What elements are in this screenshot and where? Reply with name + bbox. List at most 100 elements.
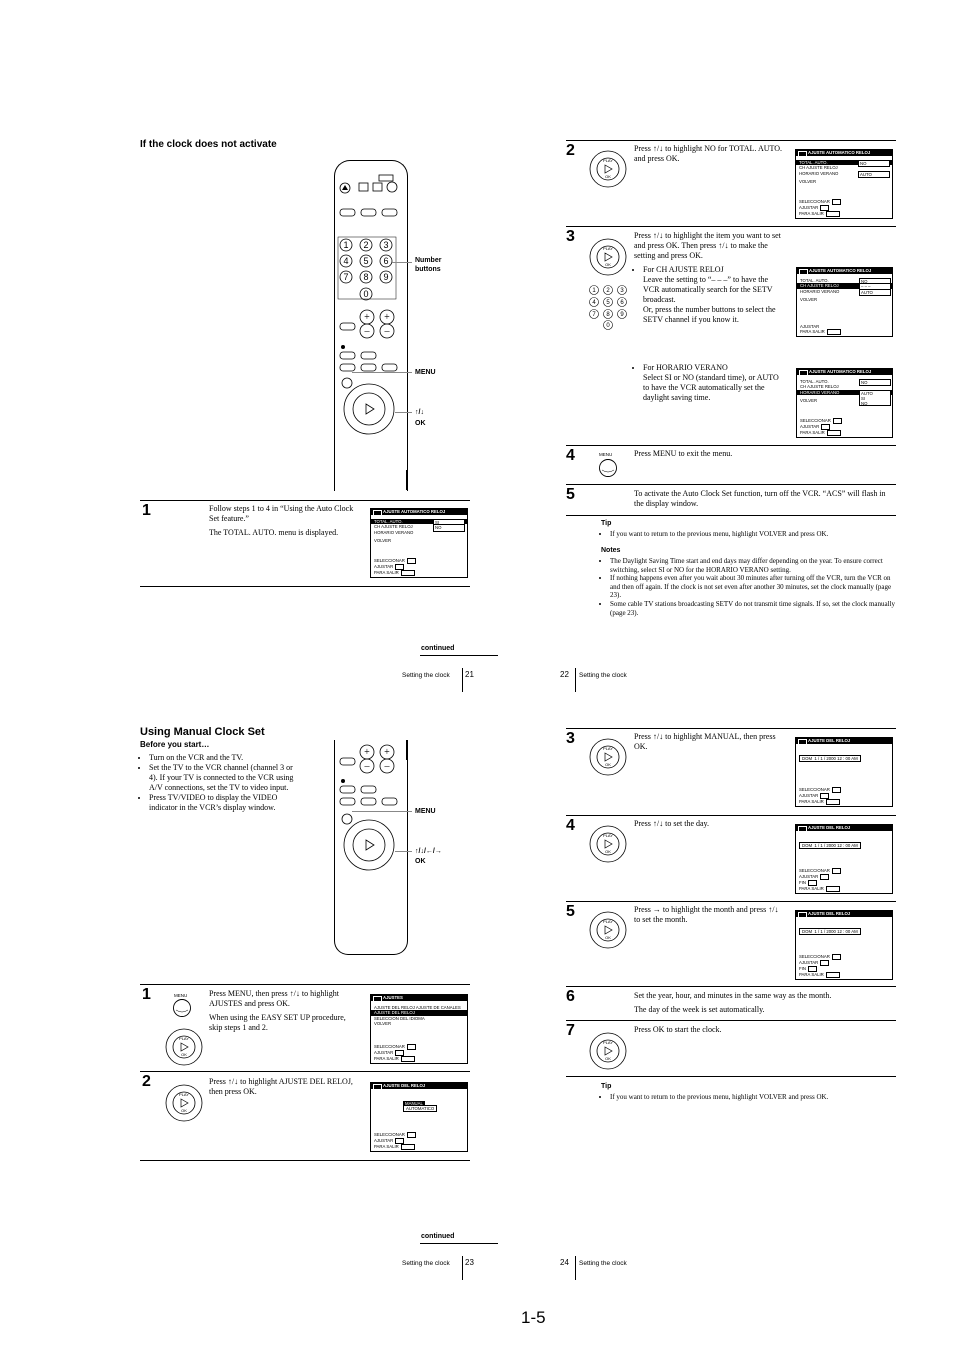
osd-ajuste-del-reloj-screen: AJUSTE DEL RELOJ MANUAL AUTOMATICO SELEC… [370, 1082, 468, 1152]
step-number: 2 [142, 1073, 151, 1090]
menu-label: MENU [415, 808, 436, 815]
page23-subheading: Before you start… [140, 740, 210, 749]
step-text: Follow steps 1 to 4 in “Using the Auto C… [209, 504, 354, 537]
svg-text:9: 9 [383, 272, 388, 282]
continued-label: continued [421, 1233, 455, 1240]
joystick-ok-icon: PLAY OK [165, 1028, 203, 1066]
svg-text:OK: OK [605, 935, 611, 940]
step-number: 3 [566, 228, 575, 245]
osd-clock-month-screen: AJUSTE DEL RELOJ DOM 1 / 1 / 2000 12 : 0… [795, 910, 893, 980]
step-text: Press MENU, then press ↑/↓ to highlight … [209, 989, 346, 1032]
step-text: Press ↑/↓ to highlight AJUSTE DEL RELOJ,… [209, 1077, 353, 1096]
step-number: 4 [566, 447, 575, 464]
tip-text: If you want to return to the previous me… [601, 530, 891, 539]
ok-label: OK [415, 858, 426, 865]
svg-text:PLAY: PLAY [603, 833, 613, 838]
menu-label: MENU [415, 369, 436, 376]
joystick-ok-icon: PLAY OK [589, 911, 627, 949]
svg-text:–: – [384, 761, 391, 772]
svg-text:OK: OK [181, 1108, 187, 1113]
step-text: Press → to highlight the month and press… [634, 905, 779, 924]
tip-title: Tip [601, 1083, 612, 1090]
svg-text:–: – [364, 326, 371, 337]
arrows-label: ↑/↓/←/→ [415, 848, 442, 855]
tip-text: If you want to return to the previous me… [601, 1093, 891, 1102]
joystick-ok-icon: PLAY OK [589, 1032, 627, 1070]
footer-section: Setting the clock [402, 1260, 450, 1267]
continued-label: continued [421, 645, 455, 652]
svg-text:OK: OK [605, 762, 611, 767]
svg-text:1: 1 [343, 240, 348, 250]
svg-text:OK: OK [605, 174, 611, 179]
number-buttons-icon: 1 2 3 4 5 6 7 8 9 0 [589, 285, 627, 330]
footer-page-number: 21 [465, 670, 474, 679]
svg-text:PLAY: PLAY [603, 919, 613, 924]
osd-total-auto-no-screen: AJUSTE AUTOMATICO RELOJ TOTAL. AUTO.NO C… [795, 149, 893, 219]
joystick-ok-icon: PLAY OK [165, 1084, 203, 1122]
svg-text:OK: OK [181, 1052, 187, 1057]
svg-text:3: 3 [383, 240, 388, 250]
notes-title: Notes [601, 547, 621, 554]
osd-total-auto-screen: AJUSTE AUTOMATICO RELOJ TOTAL. AUTO.SI C… [370, 508, 468, 578]
before-start-list: Turn on the VCR and the TV. Set the TV t… [140, 753, 298, 813]
joystick-ok-icon: PLAY OK [589, 825, 627, 863]
remote-control-illustration: ++ –– [334, 740, 408, 955]
tip-title: Tip [601, 520, 612, 527]
step-text: Press ↑/↓ to highlight MANUAL, then pres… [634, 732, 776, 751]
svg-text:4: 4 [343, 256, 348, 266]
footer-section: Setting the clock [579, 672, 627, 679]
svg-text:2: 2 [363, 240, 368, 250]
step-number: 2 [566, 142, 575, 159]
svg-text:PLAY: PLAY [603, 1040, 613, 1045]
step-text: Set the year, hour, and minutes in the s… [634, 991, 832, 1014]
menu-button-icon [173, 999, 191, 1017]
osd-horario-verano-screen: AJUSTE AUTOMATICO RELOJ TOTAL. AUTO.NO C… [796, 368, 893, 438]
step-text: To activate the Auto Clock Set function,… [634, 489, 886, 508]
svg-text:OK: OK [605, 262, 611, 267]
svg-text:PLAY: PLAY [603, 158, 613, 163]
svg-text:4: 4 [592, 300, 596, 306]
step-text: Press MENU to exit the menu. [634, 449, 733, 458]
svg-text:7: 7 [592, 312, 596, 318]
svg-text:–: – [384, 326, 391, 337]
svg-text:OK: OK [605, 849, 611, 854]
footer-page-number: 24 [560, 1258, 569, 1267]
svg-text:PLAY: PLAY [179, 1092, 189, 1097]
step-number: 4 [566, 817, 575, 834]
step-text: Press ↑/↓ to highlight NO for TOTAL. AUT… [634, 144, 783, 163]
svg-text:PLAY: PLAY [179, 1036, 189, 1041]
step-number: 6 [566, 988, 575, 1005]
svg-text:0: 0 [606, 323, 610, 329]
number-buttons-label: Number buttons [415, 257, 442, 273]
notes-list: The Daylight Saving Time start and end d… [601, 557, 895, 617]
step-text: Press ↑/↓ to highlight the item you want… [634, 231, 786, 325]
step-number: 7 [566, 1022, 575, 1039]
page21-heading: If the clock does not activate [140, 139, 277, 150]
osd-ajustes-screen: AJUSTES AJUSTE DEL RELOJ AJUSTE DE CANAL… [370, 994, 468, 1064]
step-number: 5 [566, 486, 575, 503]
svg-text:9: 9 [620, 312, 624, 318]
remote-buttons-icon: 1 2 3 4 5 6 7 8 9 0 ++ –– [337, 174, 398, 435]
svg-text:5: 5 [363, 256, 368, 266]
step-text: Press ↑/↓ to set the day. [634, 819, 710, 828]
svg-text:5: 5 [606, 300, 610, 306]
svg-text:+: + [364, 747, 370, 758]
svg-text:6: 6 [383, 256, 388, 266]
footer-page-number: 23 [465, 1258, 474, 1267]
svg-text:8: 8 [363, 272, 368, 282]
svg-text:3: 3 [620, 288, 624, 294]
svg-text:+: + [364, 312, 370, 323]
footer-section: Setting the clock [402, 672, 450, 679]
svg-text:8: 8 [606, 312, 610, 318]
svg-text:PLAY: PLAY [603, 246, 613, 251]
joystick-ok-icon: PLAY OK [589, 738, 627, 776]
svg-text:2: 2 [606, 288, 610, 294]
svg-text:1: 1 [592, 288, 596, 294]
svg-text:6: 6 [620, 300, 624, 306]
svg-text:–: – [364, 761, 371, 772]
osd-clock-manual-screen: AJUSTE DEL RELOJ DOM 1 / 1 / 2000 12 : 0… [795, 737, 893, 807]
joystick-ok-icon: PLAY OK [589, 150, 627, 188]
joystick-ok-icon: PLAY OK [589, 238, 627, 276]
footer-section: Setting the clock [579, 1260, 627, 1267]
